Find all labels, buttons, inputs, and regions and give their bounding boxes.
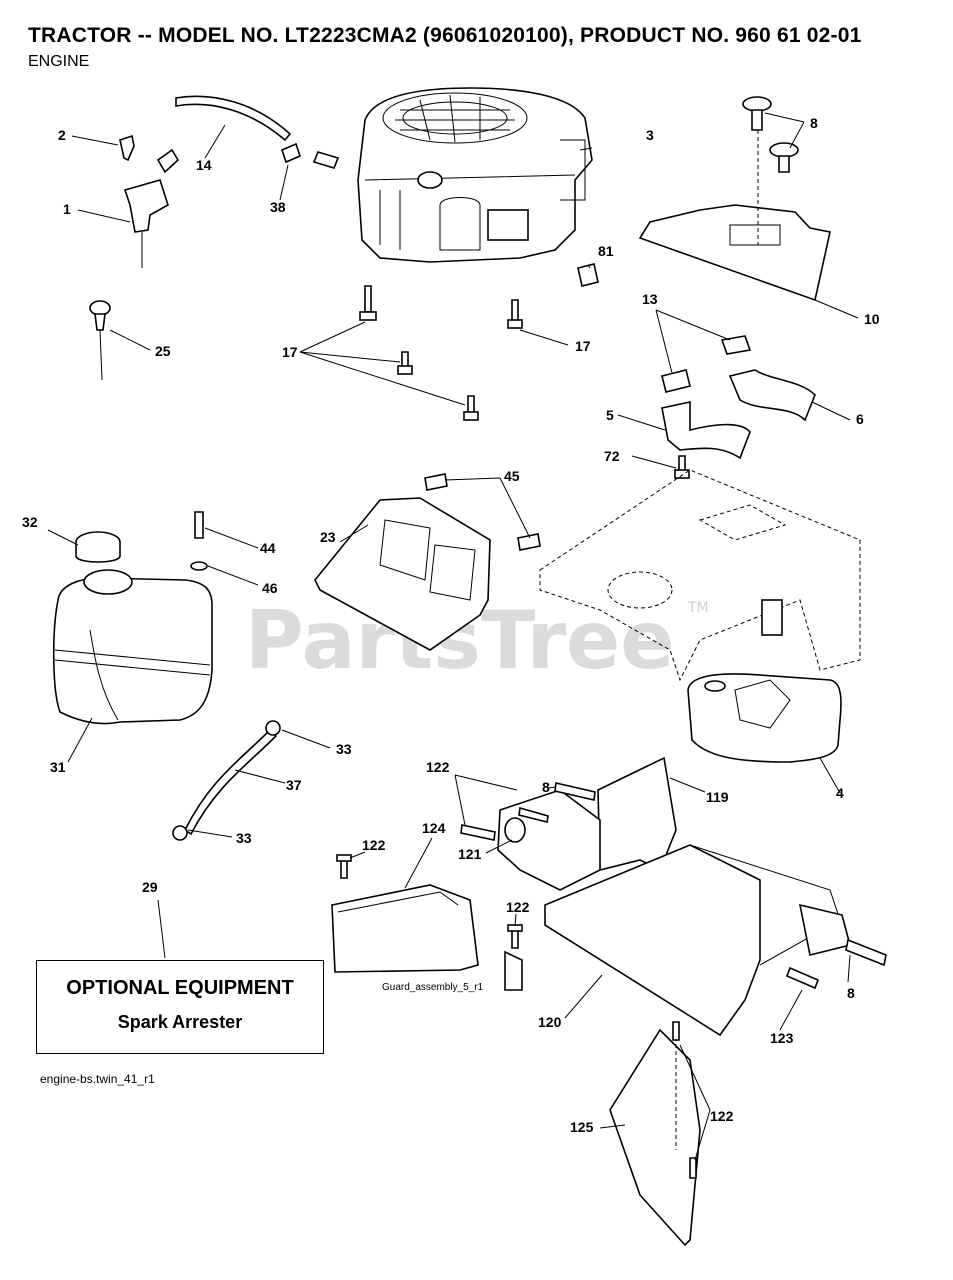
callout-121: 121	[458, 846, 482, 862]
fuel-line-part[interactable]	[175, 95, 292, 142]
callout-123: 123	[770, 1030, 794, 1046]
fuel-cap-part[interactable]	[75, 531, 121, 563]
dipstick-part[interactable]	[89, 300, 111, 381]
callout-31: 31	[50, 759, 66, 775]
guard-124-part[interactable]	[331, 884, 523, 991]
callout-33-top: 33	[336, 741, 352, 757]
callout-8-right: 8	[847, 985, 855, 1001]
callout-17-left: 17	[282, 344, 298, 360]
callout-25: 25	[155, 343, 171, 359]
callout-14: 14	[196, 157, 212, 173]
callout-46: 46	[262, 580, 278, 596]
callout-1: 1	[63, 201, 71, 217]
engine-part[interactable]	[357, 87, 593, 263]
callout-29: 29	[142, 879, 158, 895]
callout-8-mid: 8	[542, 779, 550, 795]
page-title: TRACTOR -- MODEL NO. LT2223CMA2 (9606102…	[28, 24, 862, 47]
callout-38: 38	[270, 199, 286, 215]
gasket-part[interactable]	[661, 335, 752, 393]
muffler-part[interactable]	[687, 673, 842, 763]
callout-119: 119	[706, 789, 729, 805]
bolt-123-part[interactable]	[785, 938, 887, 990]
callout-labels: 1 2 3 4 5 6 8 8 8 10 13 14 17 17 23 25 2…	[22, 115, 880, 1135]
callout-2: 2	[58, 127, 66, 143]
callout-120: 120	[538, 1014, 562, 1030]
exhaust-elbow-part[interactable]	[661, 369, 816, 460]
callout-81: 81	[598, 243, 614, 259]
tractor-frame	[539, 469, 861, 682]
callout-6: 6	[856, 411, 864, 427]
optional-equipment-box: OPTIONAL EQUIPMENT Spark Arrester	[36, 960, 324, 1054]
callout-23: 23	[320, 529, 336, 545]
screw-45-part[interactable]	[424, 473, 541, 551]
callout-3: 3	[646, 127, 654, 143]
callout-32: 32	[22, 514, 38, 530]
washer-screw-part[interactable]	[190, 511, 208, 571]
callout-122-top: 122	[426, 759, 450, 775]
fitting-part[interactable]	[281, 142, 340, 169]
screw-part[interactable]	[119, 134, 135, 162]
callout-5: 5	[606, 407, 614, 423]
leader-lines	[47, 112, 859, 1161]
callout-125: 125	[570, 1119, 594, 1135]
cover-plate-part[interactable]	[638, 204, 831, 302]
callout-10: 10	[864, 311, 880, 327]
bracket-120-part[interactable]	[544, 844, 851, 1037]
fuel-tank-part[interactable]	[52, 569, 213, 725]
guard-caption: Guard_assembly_5_r1	[382, 982, 484, 993]
callout-8-top: 8	[810, 115, 818, 131]
callout-44: 44	[260, 540, 276, 556]
oil-plug-part[interactable]	[577, 263, 599, 287]
callout-13: 13	[642, 291, 658, 307]
callout-33-bottom: 33	[236, 830, 252, 846]
heat-shield-part[interactable]	[314, 497, 491, 651]
callout-122-mid: 122	[506, 899, 530, 915]
bracket-119-part[interactable]	[597, 756, 677, 872]
engine-bolt-part[interactable]	[359, 285, 523, 421]
throttle-control-part[interactable]	[123, 148, 180, 268]
bolt-part[interactable]	[460, 782, 596, 841]
page-subtitle: ENGINE	[28, 53, 90, 70]
shield-125-part[interactable]	[609, 1021, 701, 1247]
fuel-hose-part[interactable]	[172, 720, 281, 841]
bracket-121-part[interactable]	[497, 789, 601, 891]
callout-37: 37	[286, 777, 302, 793]
bolt-72-part[interactable]	[674, 455, 690, 479]
diagram-id-footnote: engine-bs.twin_41_r1	[40, 1072, 155, 1086]
callout-122-bottom: 122	[710, 1108, 734, 1124]
callout-122-guard: 122	[362, 837, 386, 853]
callout-72: 72	[604, 448, 620, 464]
callout-124: 124	[422, 820, 446, 836]
spark-arrester-label: Spark Arrester	[117, 1012, 243, 1032]
watermark-tm: TM	[687, 600, 709, 616]
optional-equipment-heading: OPTIONAL EQUIPMENT	[66, 977, 294, 999]
callout-45: 45	[504, 468, 520, 484]
callout-17-right: 17	[575, 338, 591, 354]
callout-4: 4	[836, 785, 844, 801]
knob-part[interactable]	[742, 96, 799, 173]
